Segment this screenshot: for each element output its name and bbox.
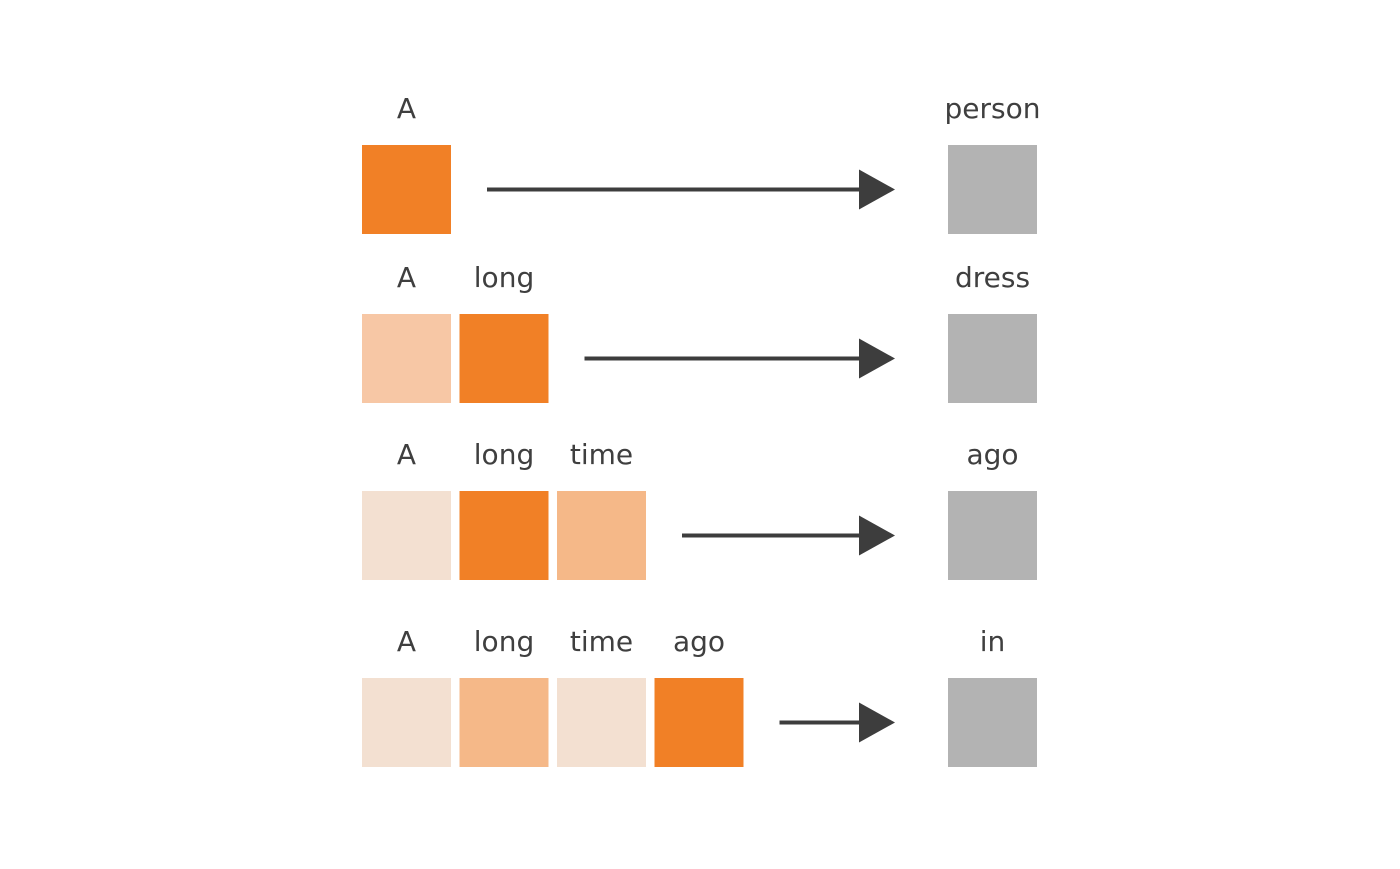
output-token-box	[948, 145, 1037, 234]
input-token-label: A	[397, 625, 416, 658]
input-token-box	[362, 491, 451, 580]
arrow-head	[859, 515, 895, 556]
input-token-box	[459, 491, 549, 580]
arrow-head	[859, 338, 895, 379]
output-token-box	[948, 314, 1037, 403]
output-token-label: ago	[966, 438, 1018, 471]
input-token-box	[654, 678, 744, 767]
input-token-box	[459, 314, 549, 403]
output-token-label: dress	[955, 261, 1030, 294]
input-token-label: ago	[673, 625, 725, 658]
input-token-box	[459, 678, 549, 767]
input-token-label: A	[397, 92, 416, 125]
input-token-box	[557, 678, 646, 767]
output-token-label: person	[945, 92, 1041, 125]
input-token-label: time	[570, 625, 633, 658]
input-token-box	[362, 678, 451, 767]
input-token-label: long	[474, 438, 534, 471]
output-token-box	[948, 678, 1037, 767]
input-token-label: A	[397, 438, 416, 471]
input-token-box	[362, 145, 451, 234]
output-token-box	[948, 491, 1037, 580]
input-token-box	[362, 314, 451, 403]
input-token-box	[557, 491, 646, 580]
arrow-head	[859, 169, 895, 210]
input-token-label: A	[397, 261, 416, 294]
input-token-label: long	[474, 625, 534, 658]
arrow-head	[859, 702, 895, 743]
input-token-label: time	[570, 438, 633, 471]
output-token-label: in	[980, 625, 1006, 658]
input-token-label: long	[474, 261, 534, 294]
